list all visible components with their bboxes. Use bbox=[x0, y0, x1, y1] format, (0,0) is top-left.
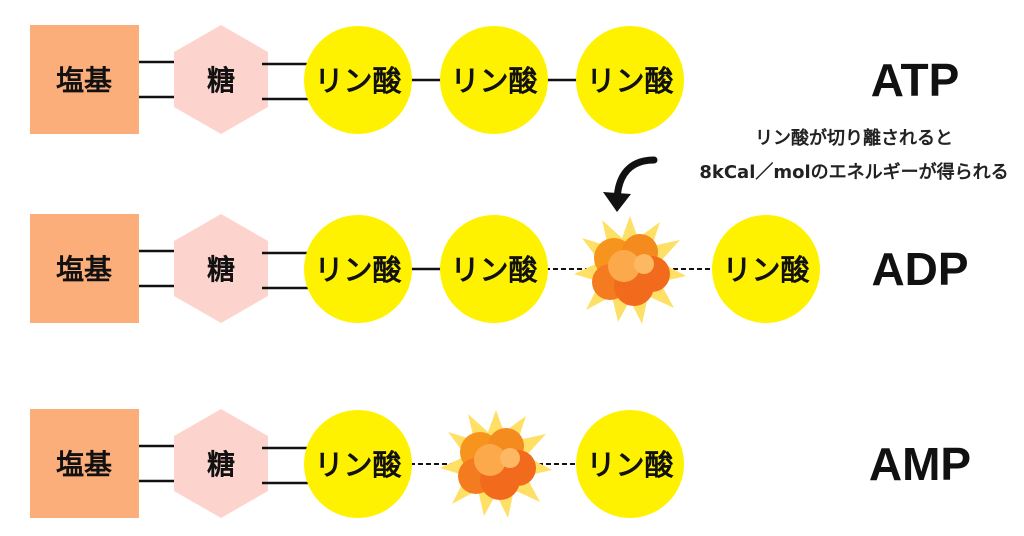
phosphate-label: リン酸 bbox=[586, 448, 674, 482]
sugar-label: 糖 bbox=[207, 253, 235, 286]
phosphate-circle bbox=[440, 26, 548, 134]
sugar-label: 糖 bbox=[207, 448, 235, 481]
base-box bbox=[30, 214, 139, 323]
sugar-hexagon bbox=[174, 409, 268, 518]
phosphate-label: リン酸 bbox=[450, 64, 538, 98]
molecule-name: ADP bbox=[871, 243, 968, 295]
phosphate-circle bbox=[576, 26, 684, 134]
phosphate-label: リン酸 bbox=[314, 64, 402, 98]
sugar-hexagon bbox=[174, 214, 268, 323]
explosion-icon bbox=[440, 410, 552, 518]
explosion-icon bbox=[574, 216, 686, 324]
base-label: 塩基 bbox=[56, 253, 112, 286]
sugar-label: 糖 bbox=[207, 64, 235, 97]
phosphate-circle bbox=[712, 215, 820, 323]
base-label: 塩基 bbox=[56, 64, 112, 97]
row-amp: 塩基 糖 リン酸 リン酸 AMP bbox=[30, 409, 971, 518]
phosphate-label: リン酸 bbox=[314, 253, 402, 287]
phosphate-circle bbox=[304, 26, 412, 134]
phosphate-circle bbox=[440, 215, 548, 323]
phosphate-circle bbox=[304, 215, 412, 323]
base-label: 塩基 bbox=[56, 448, 112, 481]
phosphate-label: リン酸 bbox=[586, 64, 674, 98]
sugar-hexagon bbox=[174, 25, 268, 134]
phosphate-circle bbox=[304, 410, 412, 518]
base-box bbox=[30, 25, 139, 134]
phosphate-label: リン酸 bbox=[450, 253, 538, 287]
energy-note-line2: 8kCal／molのエネルギーが得られる bbox=[699, 161, 1008, 183]
phosphate-label: リン酸 bbox=[722, 253, 810, 287]
molecule-name: ATP bbox=[871, 54, 960, 106]
phosphate-label: リン酸 bbox=[314, 448, 402, 482]
energy-note-line1: リン酸が切り離されると bbox=[755, 127, 953, 149]
phosphate-circle bbox=[576, 410, 684, 518]
base-box bbox=[30, 409, 139, 518]
row-adp: 塩基 糖 リン酸 リン酸 リン酸 ADP bbox=[30, 214, 969, 324]
curved-arrow-icon bbox=[603, 156, 658, 212]
molecule-name: AMP bbox=[869, 438, 971, 490]
row-atp: 塩基 糖 リン酸 リン酸 リン酸 ATP bbox=[30, 25, 959, 134]
